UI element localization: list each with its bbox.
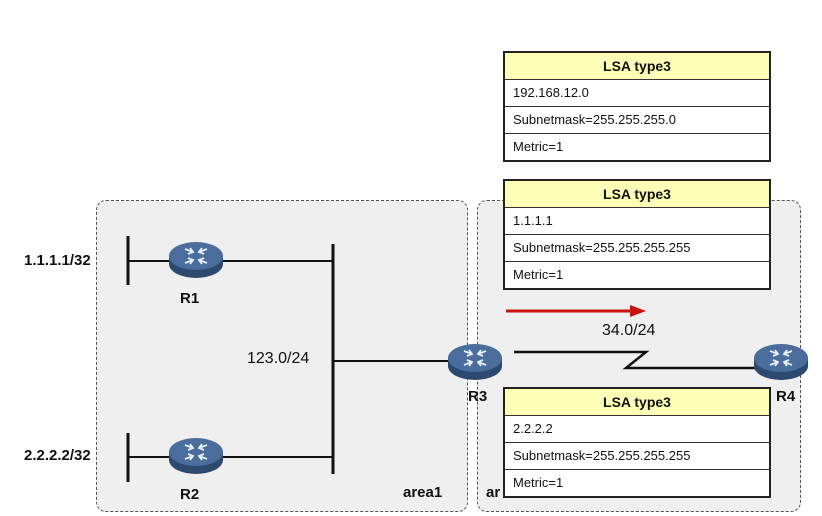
segment-123-label: 123.0/24 <box>247 350 310 367</box>
router-r3-label: R3 <box>468 388 488 405</box>
lsa-prefix: 192.168.12.0 <box>505 80 769 107</box>
lsa-box-2-2-2-2: LSA type3 2.2.2.2 Subnetmask=255.255.255… <box>503 387 771 498</box>
lsa-header: LSA type3 <box>505 181 769 208</box>
area1-label: area1 <box>403 484 443 501</box>
area1-region <box>96 200 468 512</box>
lsa-metric: Metric=1 <box>505 470 769 496</box>
lsa-metric: Metric=1 <box>505 262 769 288</box>
router-icon[interactable] <box>752 340 810 384</box>
r3-r4-serial-link <box>514 350 756 370</box>
link-34-label: 34.0/24 <box>602 322 656 339</box>
router-icon[interactable] <box>446 340 504 384</box>
r1-loopback-label: 1.1.1.1/32 <box>24 252 91 269</box>
router-r2-label: R2 <box>180 486 200 503</box>
r2-loopback-label: 2.2.2.2/32 <box>24 447 91 464</box>
lsa-mask: Subnetmask=255.255.255.0 <box>505 107 769 134</box>
router-icon[interactable] <box>167 434 225 478</box>
lsa-prefix: 2.2.2.2 <box>505 416 769 443</box>
router-r4-label: R4 <box>776 388 796 405</box>
lsa-mask: Subnetmask=255.255.255.255 <box>505 443 769 470</box>
router-r1-label: R1 <box>180 290 200 307</box>
lsa-box-192-168-12-0: LSA type3 192.168.12.0 Subnetmask=255.25… <box>503 51 771 162</box>
area2-label: ar <box>486 484 501 501</box>
lsa-header: LSA type3 <box>505 389 769 416</box>
lsa-metric: Metric=1 <box>505 134 769 160</box>
lsa-prefix: 1.1.1.1 <box>505 208 769 235</box>
lsa-box-1-1-1-1: LSA type3 1.1.1.1 Subnetmask=255.255.255… <box>503 179 771 290</box>
router-icon[interactable] <box>167 238 225 282</box>
lsa-header: LSA type3 <box>505 53 769 80</box>
lsa-mask: Subnetmask=255.255.255.255 <box>505 235 769 262</box>
arrow-right-icon <box>630 305 646 317</box>
